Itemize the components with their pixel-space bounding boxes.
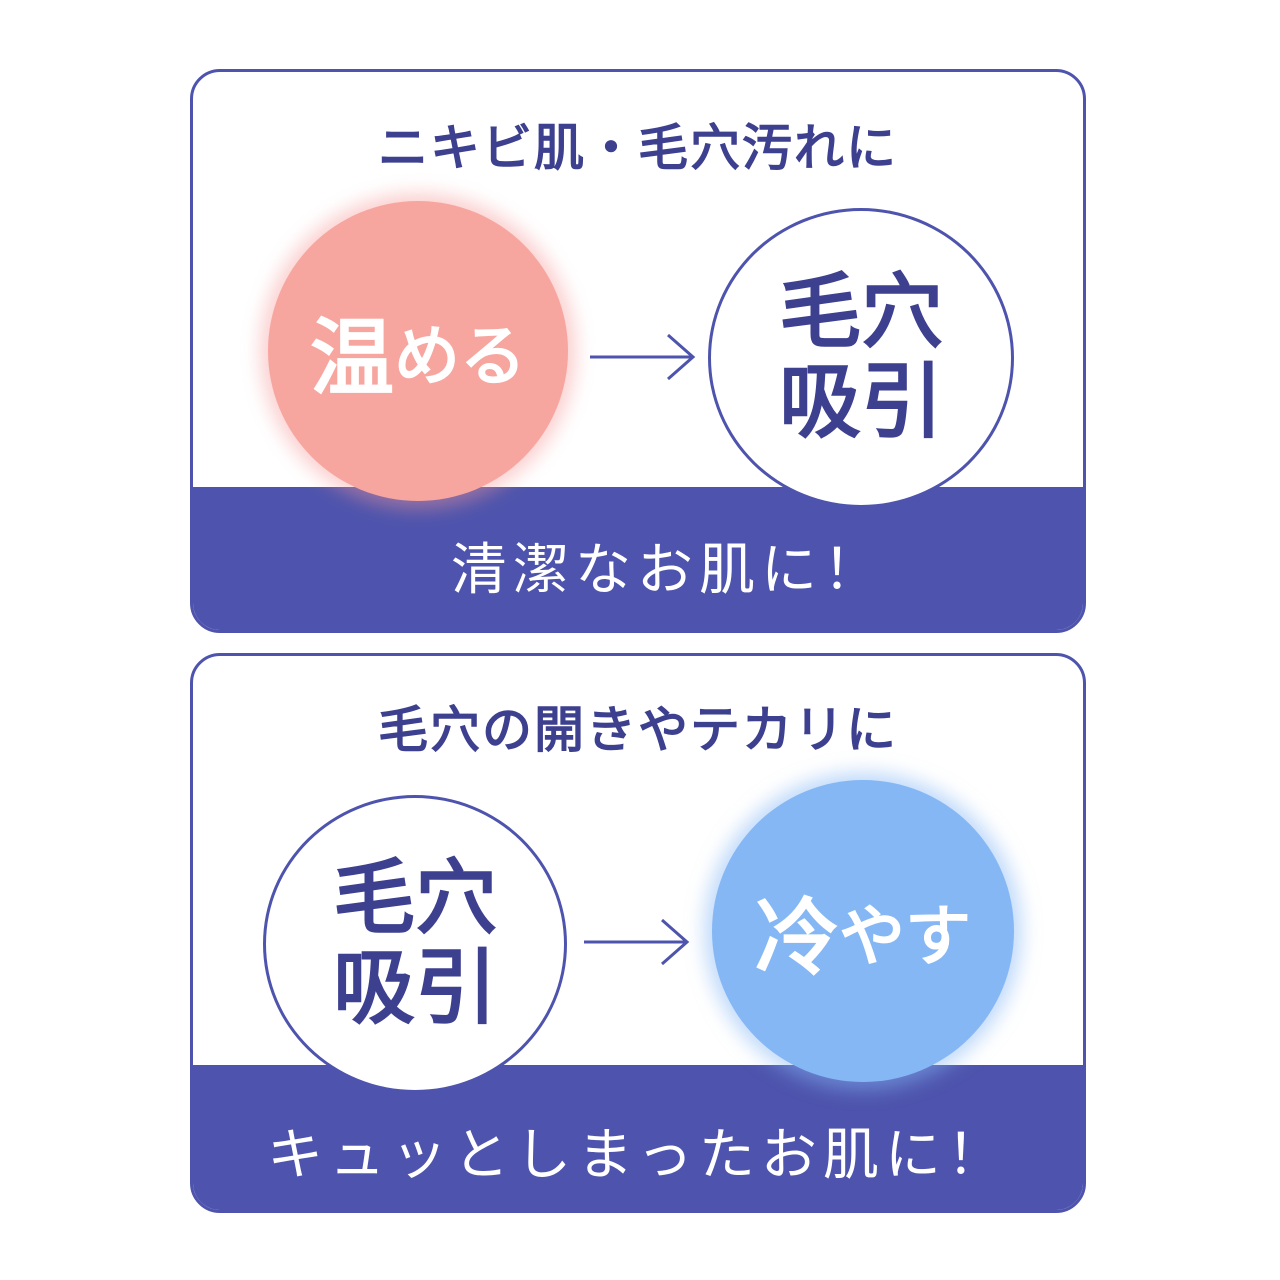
suction-circle-line2: 吸引 xyxy=(332,941,497,1036)
card-heading: ニキビ肌・毛穴汚れに xyxy=(378,119,898,177)
right-arrow-icon xyxy=(590,333,696,381)
warm-circle-kanji: 温 xyxy=(309,308,394,407)
warm-circle-kana: める xyxy=(394,318,526,395)
suction-circle-line1: 毛穴 xyxy=(778,265,943,360)
suction-circle: 毛穴 吸引 xyxy=(708,208,1014,508)
suction-circle-line2: 吸引 xyxy=(778,355,943,450)
right-arrow-icon xyxy=(584,918,690,966)
cool-circle: 冷やす xyxy=(712,780,1014,1082)
result-band: キュッとしまったお肌に！ xyxy=(193,1065,1083,1210)
suction-circle: 毛穴 吸引 xyxy=(263,795,567,1093)
cool-circle-kana: やす xyxy=(839,898,971,975)
cool-circle-kanji: 冷 xyxy=(754,888,839,987)
warm-circle: 温める xyxy=(268,201,568,501)
card-heading: 毛穴の開きやテカリに xyxy=(378,701,898,759)
suction-circle-line1: 毛穴 xyxy=(332,851,497,946)
result-band: 清潔なお肌に！ xyxy=(193,487,1083,630)
